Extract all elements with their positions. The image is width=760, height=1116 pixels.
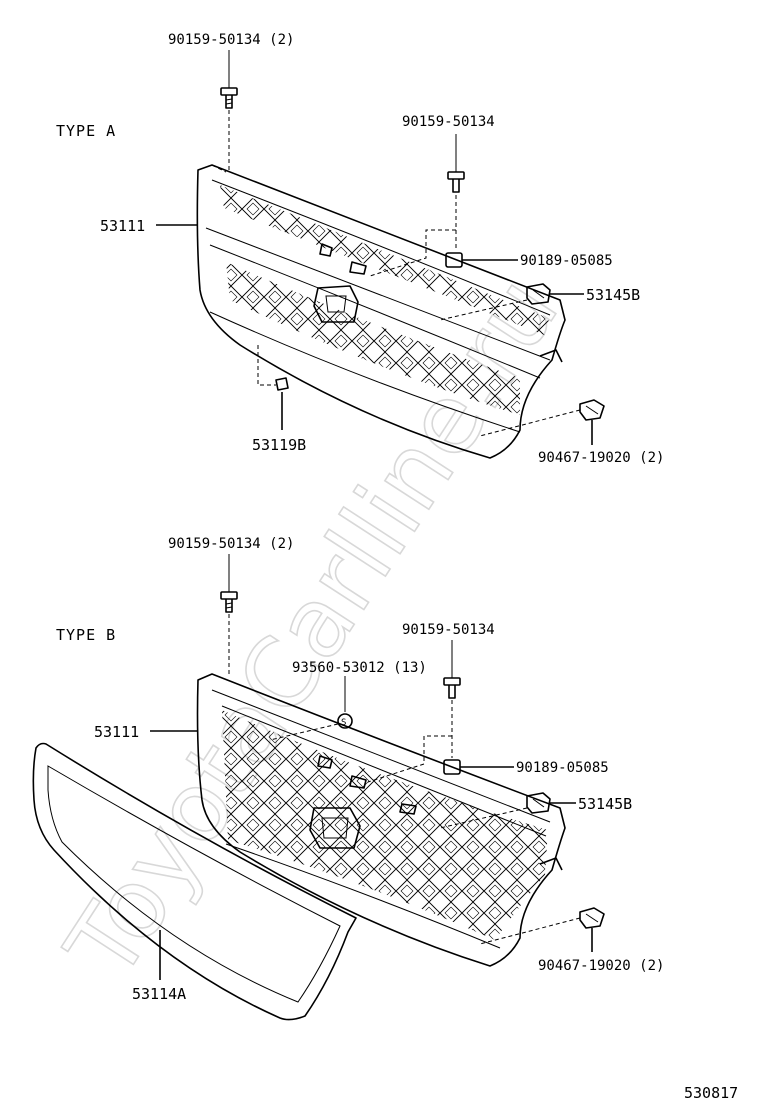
label-bolt-top-a: 90159-50134 (2) (168, 32, 294, 48)
label-clip-right-a: 53145B (586, 286, 640, 304)
label-grille-a: 53111 (100, 217, 145, 235)
type-b-title: TYPE B (56, 626, 116, 644)
label-clip-bottom-a: 53119B (252, 436, 306, 454)
label-nut-a: 90189-05085 (520, 253, 613, 269)
diagram-number: 530817 (684, 1084, 738, 1102)
bolt-icon (220, 554, 238, 676)
label-bolt-right-b: 90159-50134 (402, 622, 495, 638)
label-panel-b: 53114A (132, 985, 186, 1003)
svg-text:S: S (341, 718, 346, 728)
bolt-icon (443, 640, 461, 758)
type-a-assembly: TYPE A 90159-50134 (2) 90159-50134 90189… (56, 32, 664, 466)
panel-53114a (32, 742, 357, 1021)
clip-icon (479, 399, 605, 445)
label-clip-lower-right-a: 90467-19020 (2) (538, 450, 664, 466)
clip-icon (257, 345, 289, 430)
label-clip-right-b: 53145B (578, 795, 632, 813)
grille-b (196, 673, 566, 967)
label-bolt-top-b: 90159-50134 (2) (168, 536, 294, 552)
label-nut-b: 90189-05085 (516, 760, 609, 776)
nut-icon (367, 735, 514, 783)
type-a-title: TYPE A (56, 122, 116, 140)
label-grille-b: 53111 (94, 723, 139, 741)
bolt-icon (220, 50, 238, 172)
clip-icon (479, 907, 605, 952)
label-clip-lower-right-b: 90467-19020 (2) (538, 958, 664, 974)
bolt-icon (447, 134, 465, 250)
label-bolt-right-a: 90159-50134 (402, 114, 495, 130)
label-seal-b: 93560-53012 (13) (292, 660, 427, 676)
